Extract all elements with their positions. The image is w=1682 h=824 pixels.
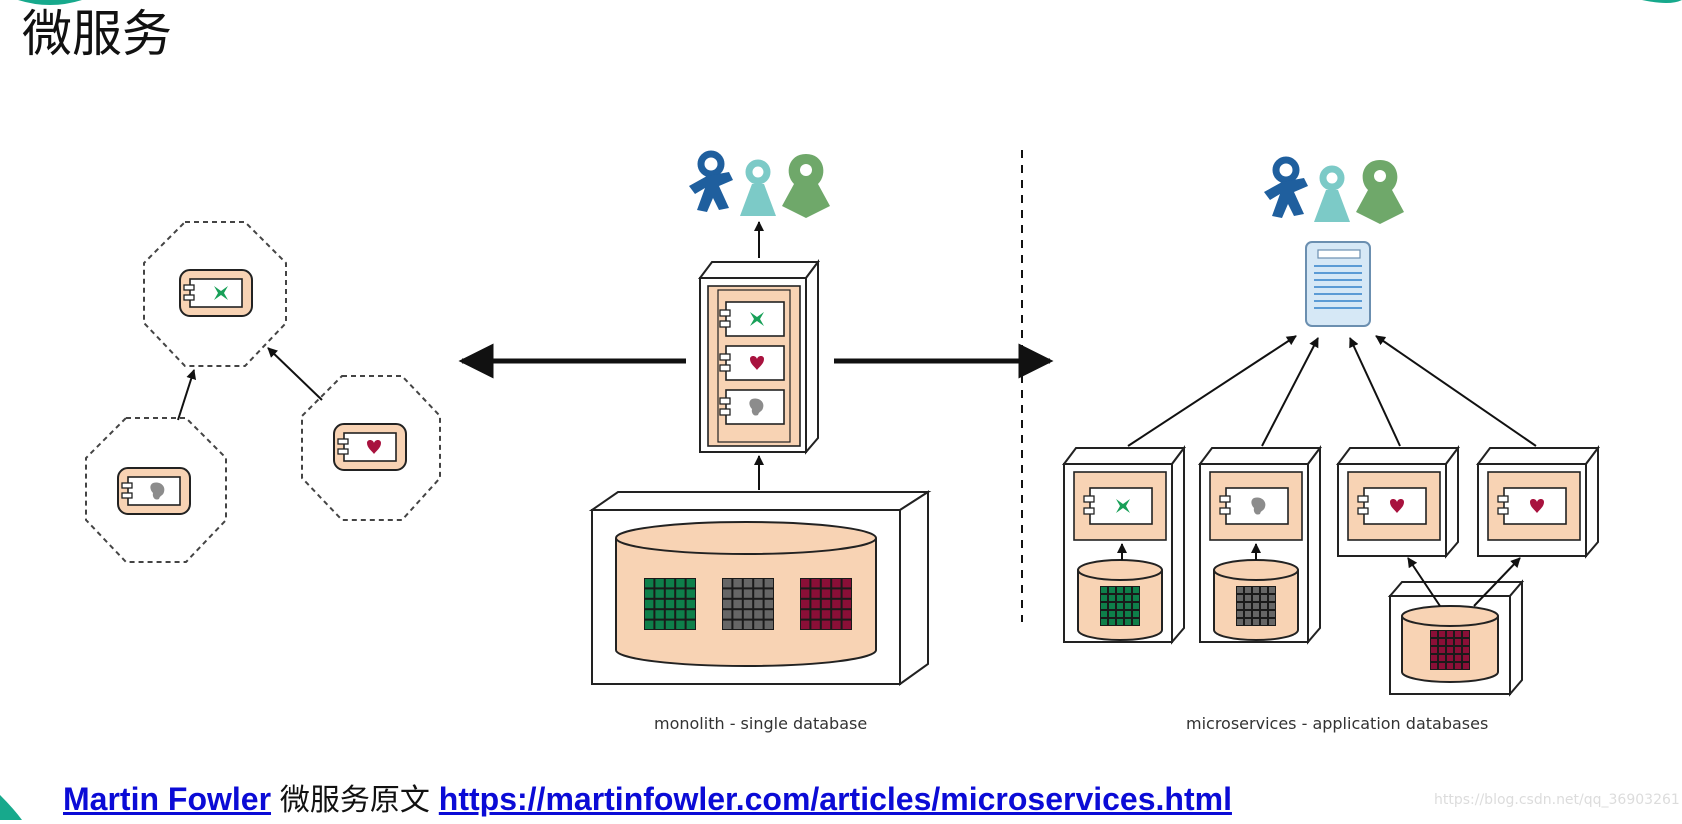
monolith-caption: monolith - single database bbox=[654, 714, 868, 733]
data-grid-red bbox=[800, 578, 852, 630]
shared-db-to-service4-arrow bbox=[1473, 557, 1521, 607]
data-grid-green bbox=[644, 578, 696, 630]
octagon-link-right bbox=[267, 347, 323, 401]
service1-to-gateway-arrow bbox=[1127, 335, 1297, 447]
octagon-service-bottom-left bbox=[85, 417, 227, 563]
microservices-caption: microservices - application databases bbox=[1186, 714, 1489, 733]
article-url-link[interactable]: https://martinfowler.com/articles/micros… bbox=[438, 781, 1232, 817]
service4-to-gateway-arrow bbox=[1375, 335, 1537, 447]
footer-middle-text: 微服务原文 bbox=[279, 783, 430, 818]
microservice-4 bbox=[1476, 445, 1600, 559]
author-link[interactable]: Martin Fowler bbox=[63, 781, 272, 817]
monolith-app-box bbox=[698, 259, 820, 455]
monolith-data-grids bbox=[644, 578, 852, 630]
microservice-3 bbox=[1336, 445, 1460, 559]
corner-accent-top-right bbox=[1642, 0, 1682, 3]
data-grid-gray bbox=[722, 578, 774, 630]
data-grid-red-small bbox=[1430, 630, 1470, 670]
octagon-link-left bbox=[177, 369, 197, 421]
shared-db-to-service3-arrow bbox=[1407, 557, 1441, 607]
octagon-service-top bbox=[143, 221, 287, 367]
octagon-service-bottom-right bbox=[301, 375, 441, 521]
corner-accent-bottom-left bbox=[0, 795, 22, 820]
corner-accent-top-left bbox=[18, 0, 82, 5]
watermark: https://blog.csdn.net/qq_36903261 bbox=[1434, 792, 1680, 808]
gateway-document bbox=[1305, 241, 1371, 327]
service3-to-gateway-arrow bbox=[1349, 337, 1401, 447]
data-grid-gray-small bbox=[1236, 586, 1276, 626]
microservices-users bbox=[1264, 160, 1404, 224]
slide-title: 微服务 bbox=[22, 5, 172, 63]
service2-to-gateway-arrow bbox=[1261, 337, 1319, 447]
data-grid-green-small bbox=[1100, 586, 1140, 626]
monolith-users bbox=[689, 154, 830, 218]
microservice-data-grids bbox=[1100, 586, 1470, 670]
footer-reference: Martin Fowler 微服务原文 https://martinfowler… bbox=[63, 776, 1232, 824]
